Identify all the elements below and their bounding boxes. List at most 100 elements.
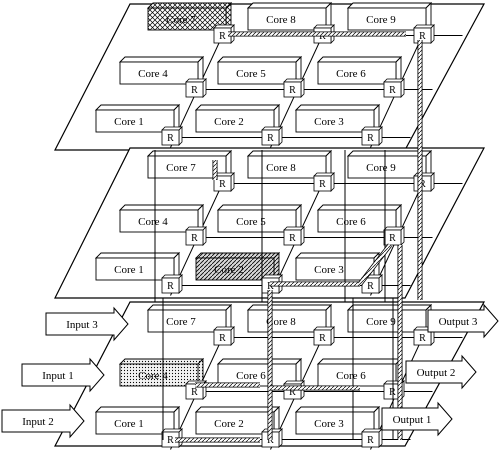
- core-front-face: [119, 209, 199, 233]
- core-top-face: [246, 304, 333, 311]
- router-label: R: [419, 333, 426, 344]
- core-label: Core 2: [214, 116, 244, 128]
- router-front-face: [185, 81, 204, 98]
- router: R: [213, 326, 235, 346]
- input-arrow-2-label: Input 1: [42, 370, 73, 382]
- core-front-face: [119, 363, 199, 387]
- router-side-face: [378, 274, 383, 294]
- router-side-face: [378, 428, 383, 448]
- router-front-face: [261, 129, 280, 146]
- router-label: R: [389, 85, 396, 96]
- core-label: Core 9: [366, 316, 396, 328]
- router-label: R: [319, 179, 326, 190]
- router-label: R: [191, 85, 198, 96]
- core-5-layer-2: Core 5: [216, 203, 303, 234]
- router: R: [413, 172, 435, 192]
- core-2-layer-1: Core 2: [194, 103, 281, 134]
- core-2-layer-3: Core 2: [194, 405, 281, 436]
- core-front-face: [195, 411, 275, 435]
- core-6-layer-2: Core 6: [316, 203, 403, 234]
- core-top-face: [216, 358, 303, 365]
- core-top-face: [146, 150, 233, 157]
- router-label: R: [191, 387, 198, 398]
- router-front-face: [213, 175, 232, 192]
- core-front-face: [95, 109, 175, 133]
- core-front-face: [247, 155, 327, 179]
- output-arrow-3-shape: [381, 401, 453, 437]
- core-label: Core 8: [266, 14, 296, 26]
- router: R: [383, 226, 405, 246]
- router-side-face: [430, 24, 435, 44]
- core-8-layer-1: Core 8: [246, 1, 333, 32]
- output-arrow-2-label: Output 2: [417, 367, 456, 379]
- core-label: Core 1: [114, 418, 144, 430]
- core-front-face: [217, 209, 297, 233]
- core-label: Core 4: [138, 216, 168, 228]
- output-arrow-1: Output 3: [427, 303, 499, 339]
- core-top-face: [316, 204, 403, 211]
- router-front-face: [161, 129, 180, 146]
- router-label: R: [167, 133, 174, 144]
- core-top-face: [246, 150, 333, 157]
- core-front-face: [347, 309, 427, 333]
- router-side-face: [330, 172, 335, 192]
- input-arrow-1-label: Input 3: [66, 319, 98, 331]
- router: R: [185, 78, 207, 98]
- router: R: [313, 172, 335, 192]
- router-side-face: [400, 78, 405, 98]
- core-front-face: [147, 155, 227, 179]
- core-front-face: [295, 109, 375, 133]
- router-label: R: [191, 233, 198, 244]
- router-side-face: [300, 226, 305, 246]
- router-label: R: [267, 435, 274, 446]
- input-arrow-2-shape: [21, 357, 105, 393]
- output-arrow-2-shape: [405, 354, 477, 390]
- router-label: R: [389, 233, 396, 244]
- core-label: Core 6: [236, 370, 266, 382]
- core-top-face: [346, 304, 433, 311]
- core-top-face: [246, 2, 333, 9]
- core-label: Core 6: [336, 216, 366, 228]
- router-front-face: [313, 175, 332, 192]
- router-label: R: [367, 133, 374, 144]
- output-arrow-1-label: Output 3: [439, 316, 478, 328]
- core-4-layer-2: Core 4: [118, 203, 205, 234]
- core-label: Core 4: [138, 68, 168, 80]
- router: R: [283, 78, 305, 98]
- core-label: Core 7: [166, 316, 196, 328]
- core-label: Core 1: [114, 264, 144, 276]
- core-top-face: [194, 406, 281, 413]
- router-front-face: [313, 329, 332, 346]
- input-arrow-1-shape: [45, 306, 129, 342]
- core-label: Core 1: [114, 116, 144, 128]
- router-front-face: [213, 329, 232, 346]
- router-front-face: [383, 81, 402, 98]
- router-label: R: [167, 435, 174, 446]
- core-top-face: [316, 56, 403, 63]
- output-arrow-1-shape: [427, 303, 499, 339]
- router-side-face: [300, 78, 305, 98]
- router-side-face: [400, 226, 405, 246]
- router: R: [361, 428, 383, 448]
- router-front-face: [383, 229, 402, 246]
- router-label: R: [289, 85, 296, 96]
- core-3-layer-1: Core 3: [294, 103, 381, 134]
- router-side-face: [178, 126, 183, 146]
- router-front-face: [161, 277, 180, 294]
- core-top-face: [294, 252, 381, 259]
- core-front-face: [347, 155, 427, 179]
- input-arrow-3-label: Input 2: [22, 416, 53, 428]
- router-side-face: [278, 126, 283, 146]
- core-top-face: [118, 56, 205, 63]
- router-label: R: [289, 233, 296, 244]
- core-top-face: [194, 104, 281, 111]
- core-top-face: [94, 406, 181, 413]
- router-side-face: [178, 274, 183, 294]
- core-3-layer-3: Core 3: [294, 405, 381, 436]
- router-label: R: [319, 333, 326, 344]
- router-label: R: [219, 333, 226, 344]
- core-top-face: [118, 204, 205, 211]
